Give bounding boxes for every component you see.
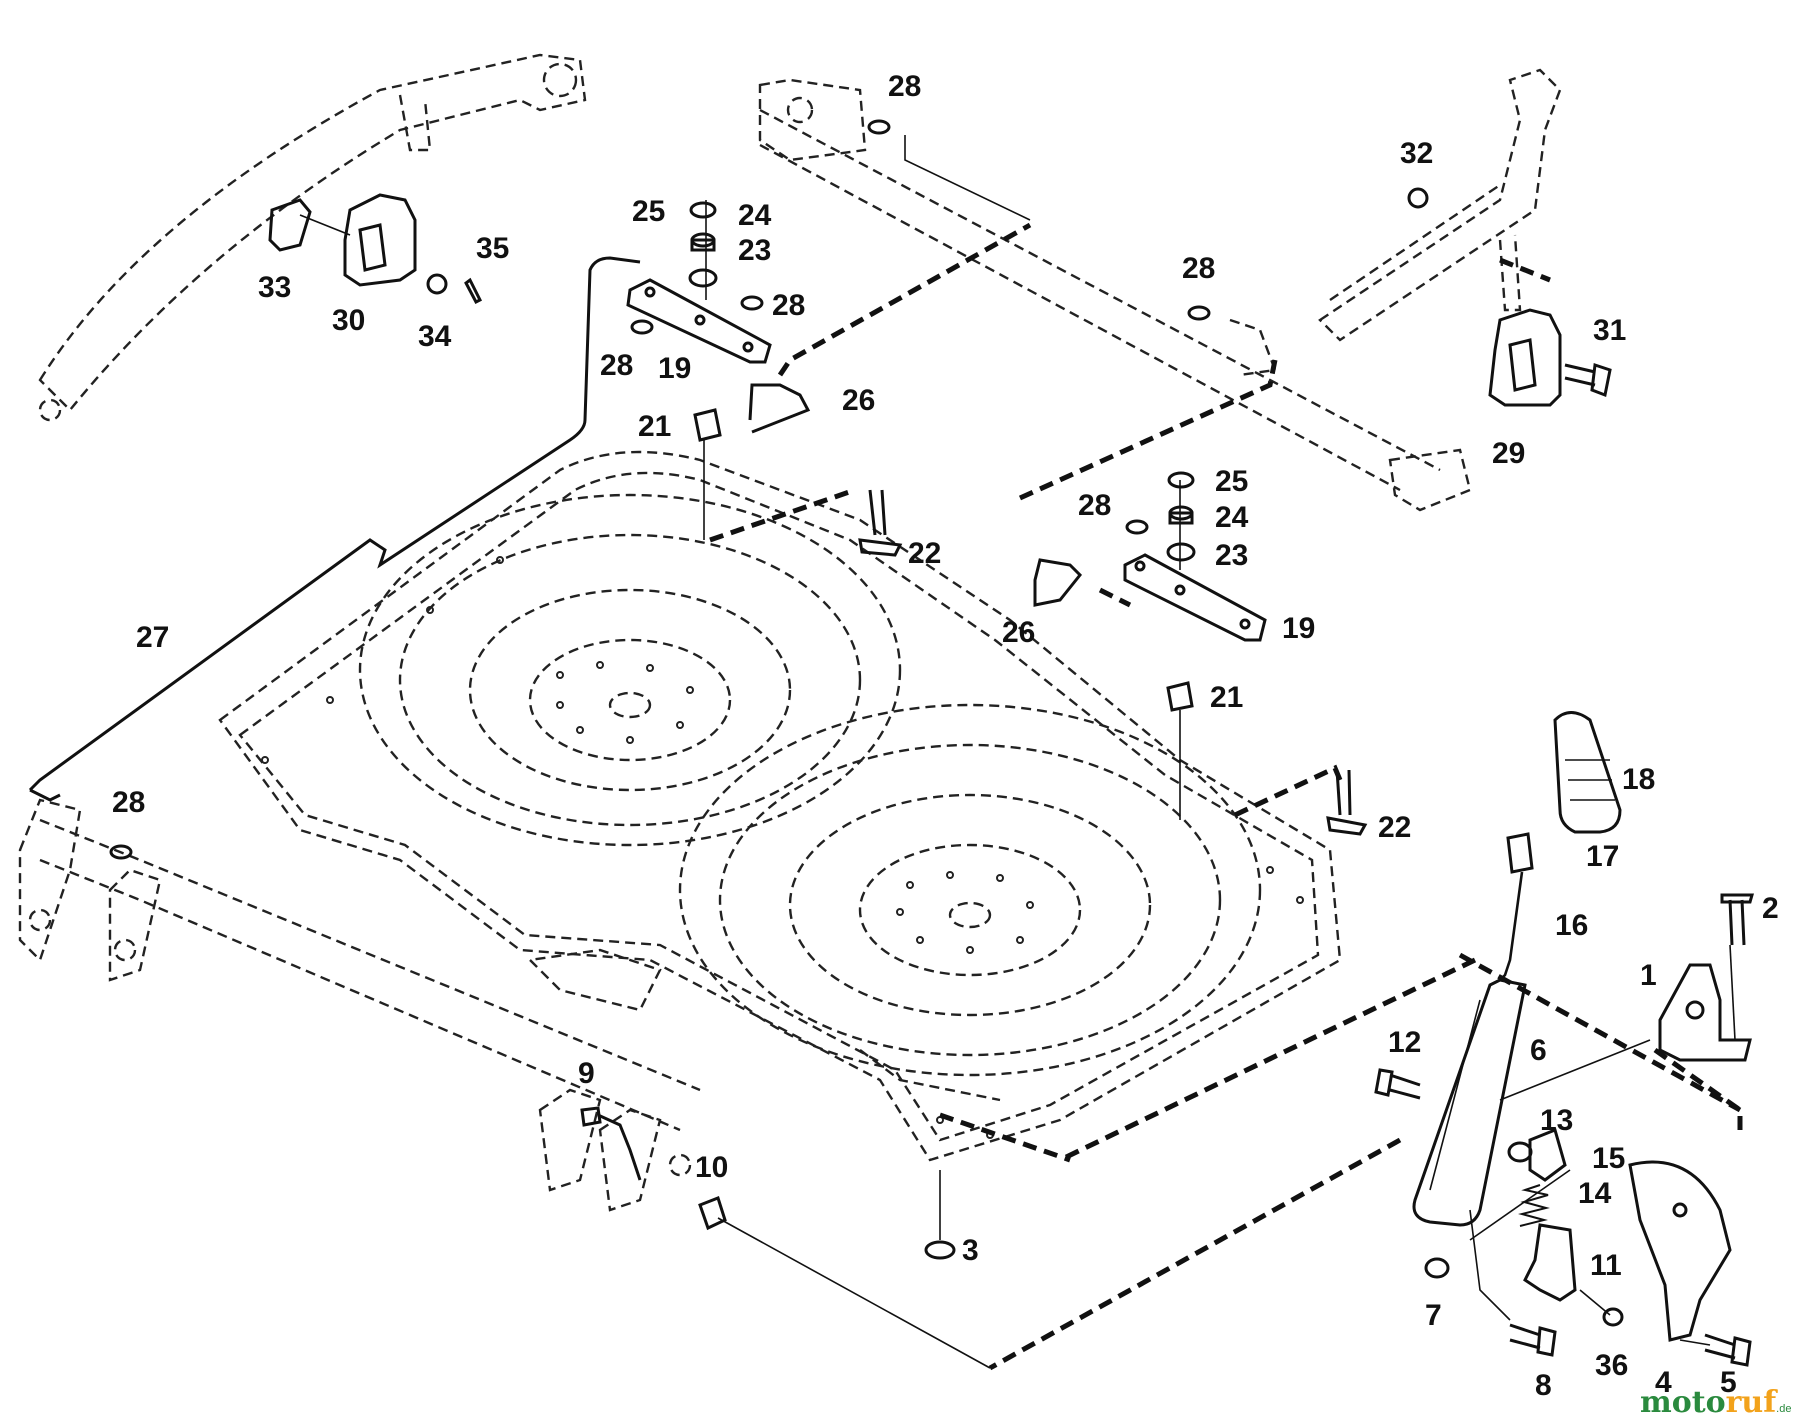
mower-deck	[218, 450, 1342, 1162]
connection-lines	[709, 222, 1743, 1371]
rear-lift-arm-left	[38, 53, 587, 422]
label-22-upper: 22	[908, 537, 941, 570]
pin-33	[268, 198, 312, 252]
bolt-31	[1564, 362, 1612, 398]
spacer-21-upper	[693, 408, 722, 442]
label-7: 7	[1425, 1299, 1442, 1332]
link-plate-19-upper	[626, 278, 772, 364]
label-23-upper: 23	[738, 234, 771, 267]
label-28-upper-left: 28	[600, 349, 633, 382]
label-31: 31	[1593, 314, 1626, 347]
svg-text:motoruf.de: motoruf.de	[1640, 1385, 1791, 1420]
label-12: 12	[1388, 1026, 1421, 1059]
pivot-bracket-30	[343, 193, 417, 287]
watermark-suffix: .de	[1776, 1403, 1791, 1415]
label-27: 27	[136, 621, 169, 654]
label-28-left: 28	[112, 786, 145, 819]
label-26-lower: 26	[1002, 616, 1035, 649]
label-11: 11	[1590, 1249, 1622, 1282]
nut-9	[580, 1106, 602, 1127]
label-6: 6	[1530, 1034, 1547, 1067]
label-36: 36	[1595, 1349, 1628, 1382]
label-22-lower: 22	[1378, 811, 1411, 844]
label-14: 14	[1578, 1177, 1612, 1210]
label-19-lower: 19	[1282, 612, 1315, 645]
rear-lift-arm-right	[1318, 68, 1562, 342]
label-28-lower: 28	[1078, 489, 1111, 522]
release-lever-11	[1523, 1223, 1577, 1302]
ratchet-plate-4	[1628, 1160, 1732, 1342]
label-32: 32	[1400, 137, 1433, 170]
bolt-5	[1704, 1333, 1752, 1367]
label-1: 1	[1640, 959, 1657, 992]
bushing-17	[1506, 832, 1534, 874]
label-19-upper: 19	[658, 352, 691, 385]
nut-36	[1602, 1307, 1624, 1327]
label-25-upper: 25	[632, 195, 665, 228]
label-16: 16	[1555, 909, 1588, 942]
rear-lift-shaft	[758, 78, 1472, 512]
handle-grip-18	[1553, 711, 1622, 834]
spacer-21-lower	[1166, 681, 1194, 712]
label-4: 4	[1655, 1366, 1672, 1399]
label-29: 29	[1492, 437, 1525, 470]
label-17: 17	[1586, 840, 1619, 873]
thin-connector-lines	[717, 135, 1736, 1369]
link-plate-19-lower	[1123, 553, 1267, 642]
label-9: 9	[578, 1057, 595, 1090]
label-28-mid: 28	[1182, 252, 1215, 285]
bolt-12	[1374, 1068, 1421, 1100]
label-18: 18	[1622, 763, 1655, 796]
bolt-2	[1720, 893, 1754, 946]
label-34: 34	[418, 320, 452, 353]
label-25-lower: 25	[1215, 465, 1248, 498]
label-28-upper-right: 28	[772, 289, 805, 322]
bolt-22-upper	[858, 489, 903, 557]
spacer-10	[698, 1196, 727, 1231]
watermark-part1: moto	[1640, 1385, 1726, 1420]
pawl-15	[1528, 1127, 1567, 1182]
label-21-upper: 21	[638, 410, 671, 443]
rod-26-lower	[1033, 558, 1083, 607]
label-24-upper: 24	[738, 199, 772, 232]
label-33: 33	[258, 271, 291, 304]
front-axle-hanger	[18, 798, 701, 1212]
watermark-part2: ruf	[1726, 1385, 1779, 1420]
nut-3	[924, 1240, 956, 1260]
spacer-7	[1424, 1257, 1450, 1279]
lift-rod-27	[28, 256, 641, 792]
washer-32	[1407, 187, 1429, 209]
pivot-bracket-29	[1488, 308, 1562, 407]
rod-26-upper	[748, 383, 811, 434]
label-2: 2	[1762, 892, 1779, 925]
label-24-lower: 24	[1215, 501, 1249, 534]
label-23-lower: 23	[1215, 539, 1248, 572]
label-30: 30	[332, 304, 365, 337]
watermark-logo: motoruf.de	[1640, 1385, 1791, 1420]
part-labels: 1 2 3 4 5 6 7 8 9 10 11 12 13 14 15 16 1…	[112, 70, 1779, 1402]
label-15: 15	[1592, 1142, 1625, 1175]
bolt-8	[1509, 1323, 1557, 1357]
label-28-top: 28	[888, 70, 921, 103]
spring-14	[1518, 1184, 1550, 1227]
label-21-lower: 21	[1210, 681, 1243, 714]
label-8: 8	[1535, 1369, 1552, 1402]
label-35: 35	[476, 232, 509, 265]
label-3: 3	[962, 1234, 979, 1267]
deck-bolt-holes	[261, 556, 1304, 1139]
cotter-pin-35	[464, 277, 483, 304]
washer-34	[426, 273, 448, 295]
lift-handle-6	[1412, 978, 1527, 1227]
label-5: 5	[1720, 1366, 1737, 1399]
label-10: 10	[695, 1151, 728, 1184]
label-26-upper: 26	[842, 384, 875, 417]
label-13: 13	[1540, 1104, 1573, 1137]
